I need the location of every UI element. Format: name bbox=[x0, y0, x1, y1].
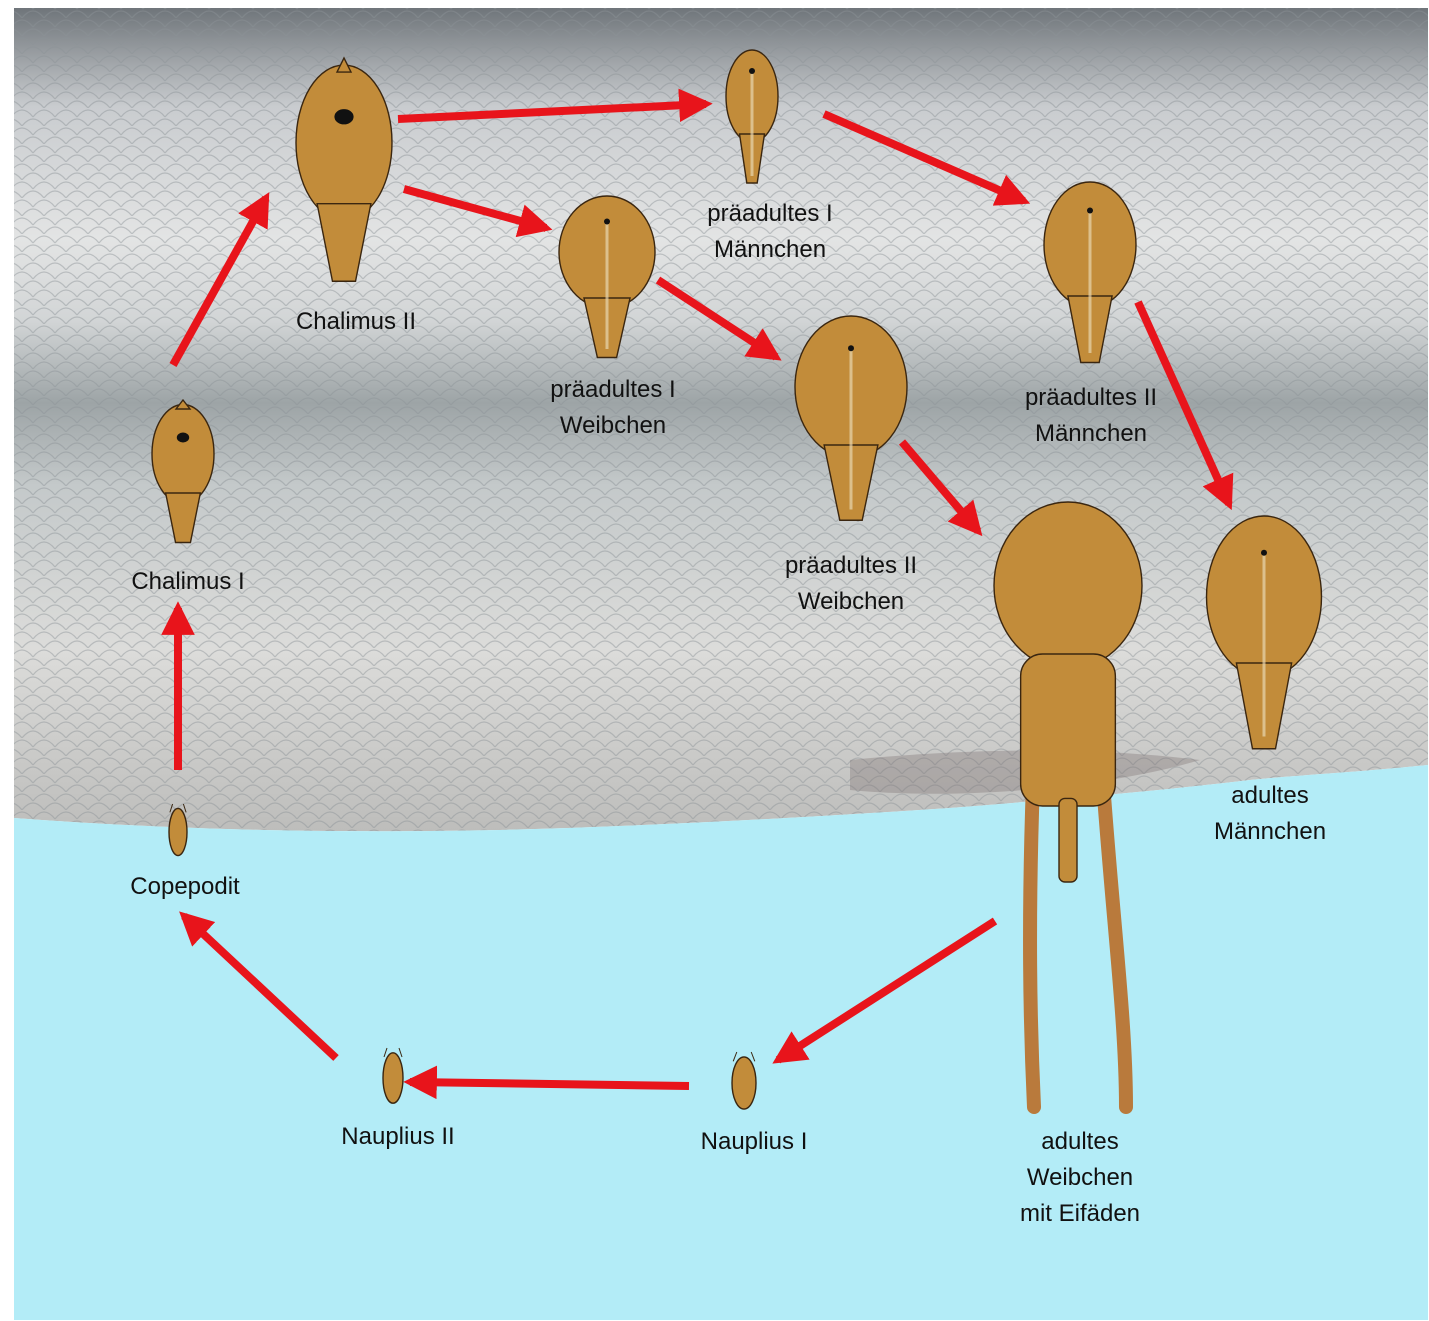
arrow-nauplius-1-to-nauplius-2 bbox=[410, 1082, 689, 1086]
label-adult-male: adultes Männchen bbox=[1214, 778, 1326, 850]
label-chalimus-2: Chalimus II bbox=[296, 304, 416, 340]
label-praeadult-2-male: präadultes II Männchen bbox=[1025, 380, 1157, 452]
label-praeadult-1-female: präadultes I Weibchen bbox=[550, 372, 675, 444]
label-nauplius-1: Nauplius I bbox=[701, 1124, 808, 1160]
label-adult-female: adultes Weibchen mit Eifäden bbox=[1020, 1124, 1140, 1232]
label-praeadult-1-male: präadultes I Männchen bbox=[707, 196, 832, 268]
label-praeadult-2-female: präadultes II Weibchen bbox=[785, 548, 917, 620]
label-nauplius-2: Nauplius II bbox=[341, 1119, 454, 1155]
fish-skin-background bbox=[14, 8, 1428, 831]
label-chalimus-1: Chalimus I bbox=[131, 564, 244, 600]
label-copepodit: Copepodit bbox=[130, 869, 239, 905]
